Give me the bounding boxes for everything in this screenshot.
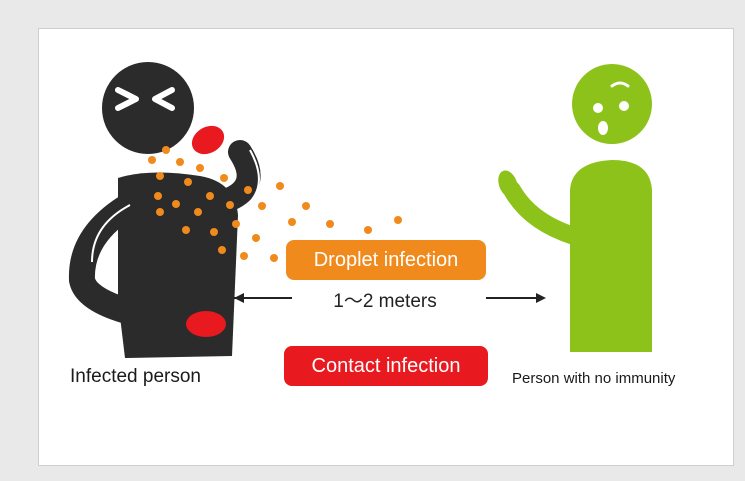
left-arrow-head bbox=[234, 293, 244, 303]
raised-arm bbox=[216, 140, 261, 212]
right-arrow-head bbox=[536, 293, 546, 303]
infected-person-figure bbox=[68, 62, 261, 358]
distance-label: 1～2 meters bbox=[333, 291, 437, 312]
lower-glove bbox=[186, 311, 226, 337]
healthy-person-figure bbox=[498, 64, 652, 352]
healthy-eye-right bbox=[619, 101, 629, 111]
infected-person-label: Infected person bbox=[70, 366, 201, 387]
upper-glove bbox=[191, 125, 225, 155]
squint-eye-left bbox=[115, 87, 139, 111]
healthy-hand bbox=[498, 170, 518, 198]
droplets bbox=[148, 146, 402, 262]
infected-head bbox=[102, 62, 194, 154]
distance-arrows bbox=[234, 293, 546, 303]
healthy-mouth bbox=[598, 121, 608, 135]
squint-eye-right bbox=[152, 87, 175, 111]
healthy-arm bbox=[503, 181, 583, 245]
droplet-infection-label: Droplet infection bbox=[286, 240, 486, 280]
raised-arm-outline bbox=[239, 149, 260, 211]
healthy-body bbox=[570, 160, 652, 352]
contact-infection-label: Contact infection bbox=[284, 346, 488, 386]
healthy-head bbox=[572, 64, 652, 144]
lower-arm-outline bbox=[91, 204, 131, 263]
healthy-brow bbox=[610, 81, 630, 88]
healthy-eye-left bbox=[593, 103, 603, 113]
no-immunity-person-label: Person with no immunity bbox=[512, 370, 676, 387]
